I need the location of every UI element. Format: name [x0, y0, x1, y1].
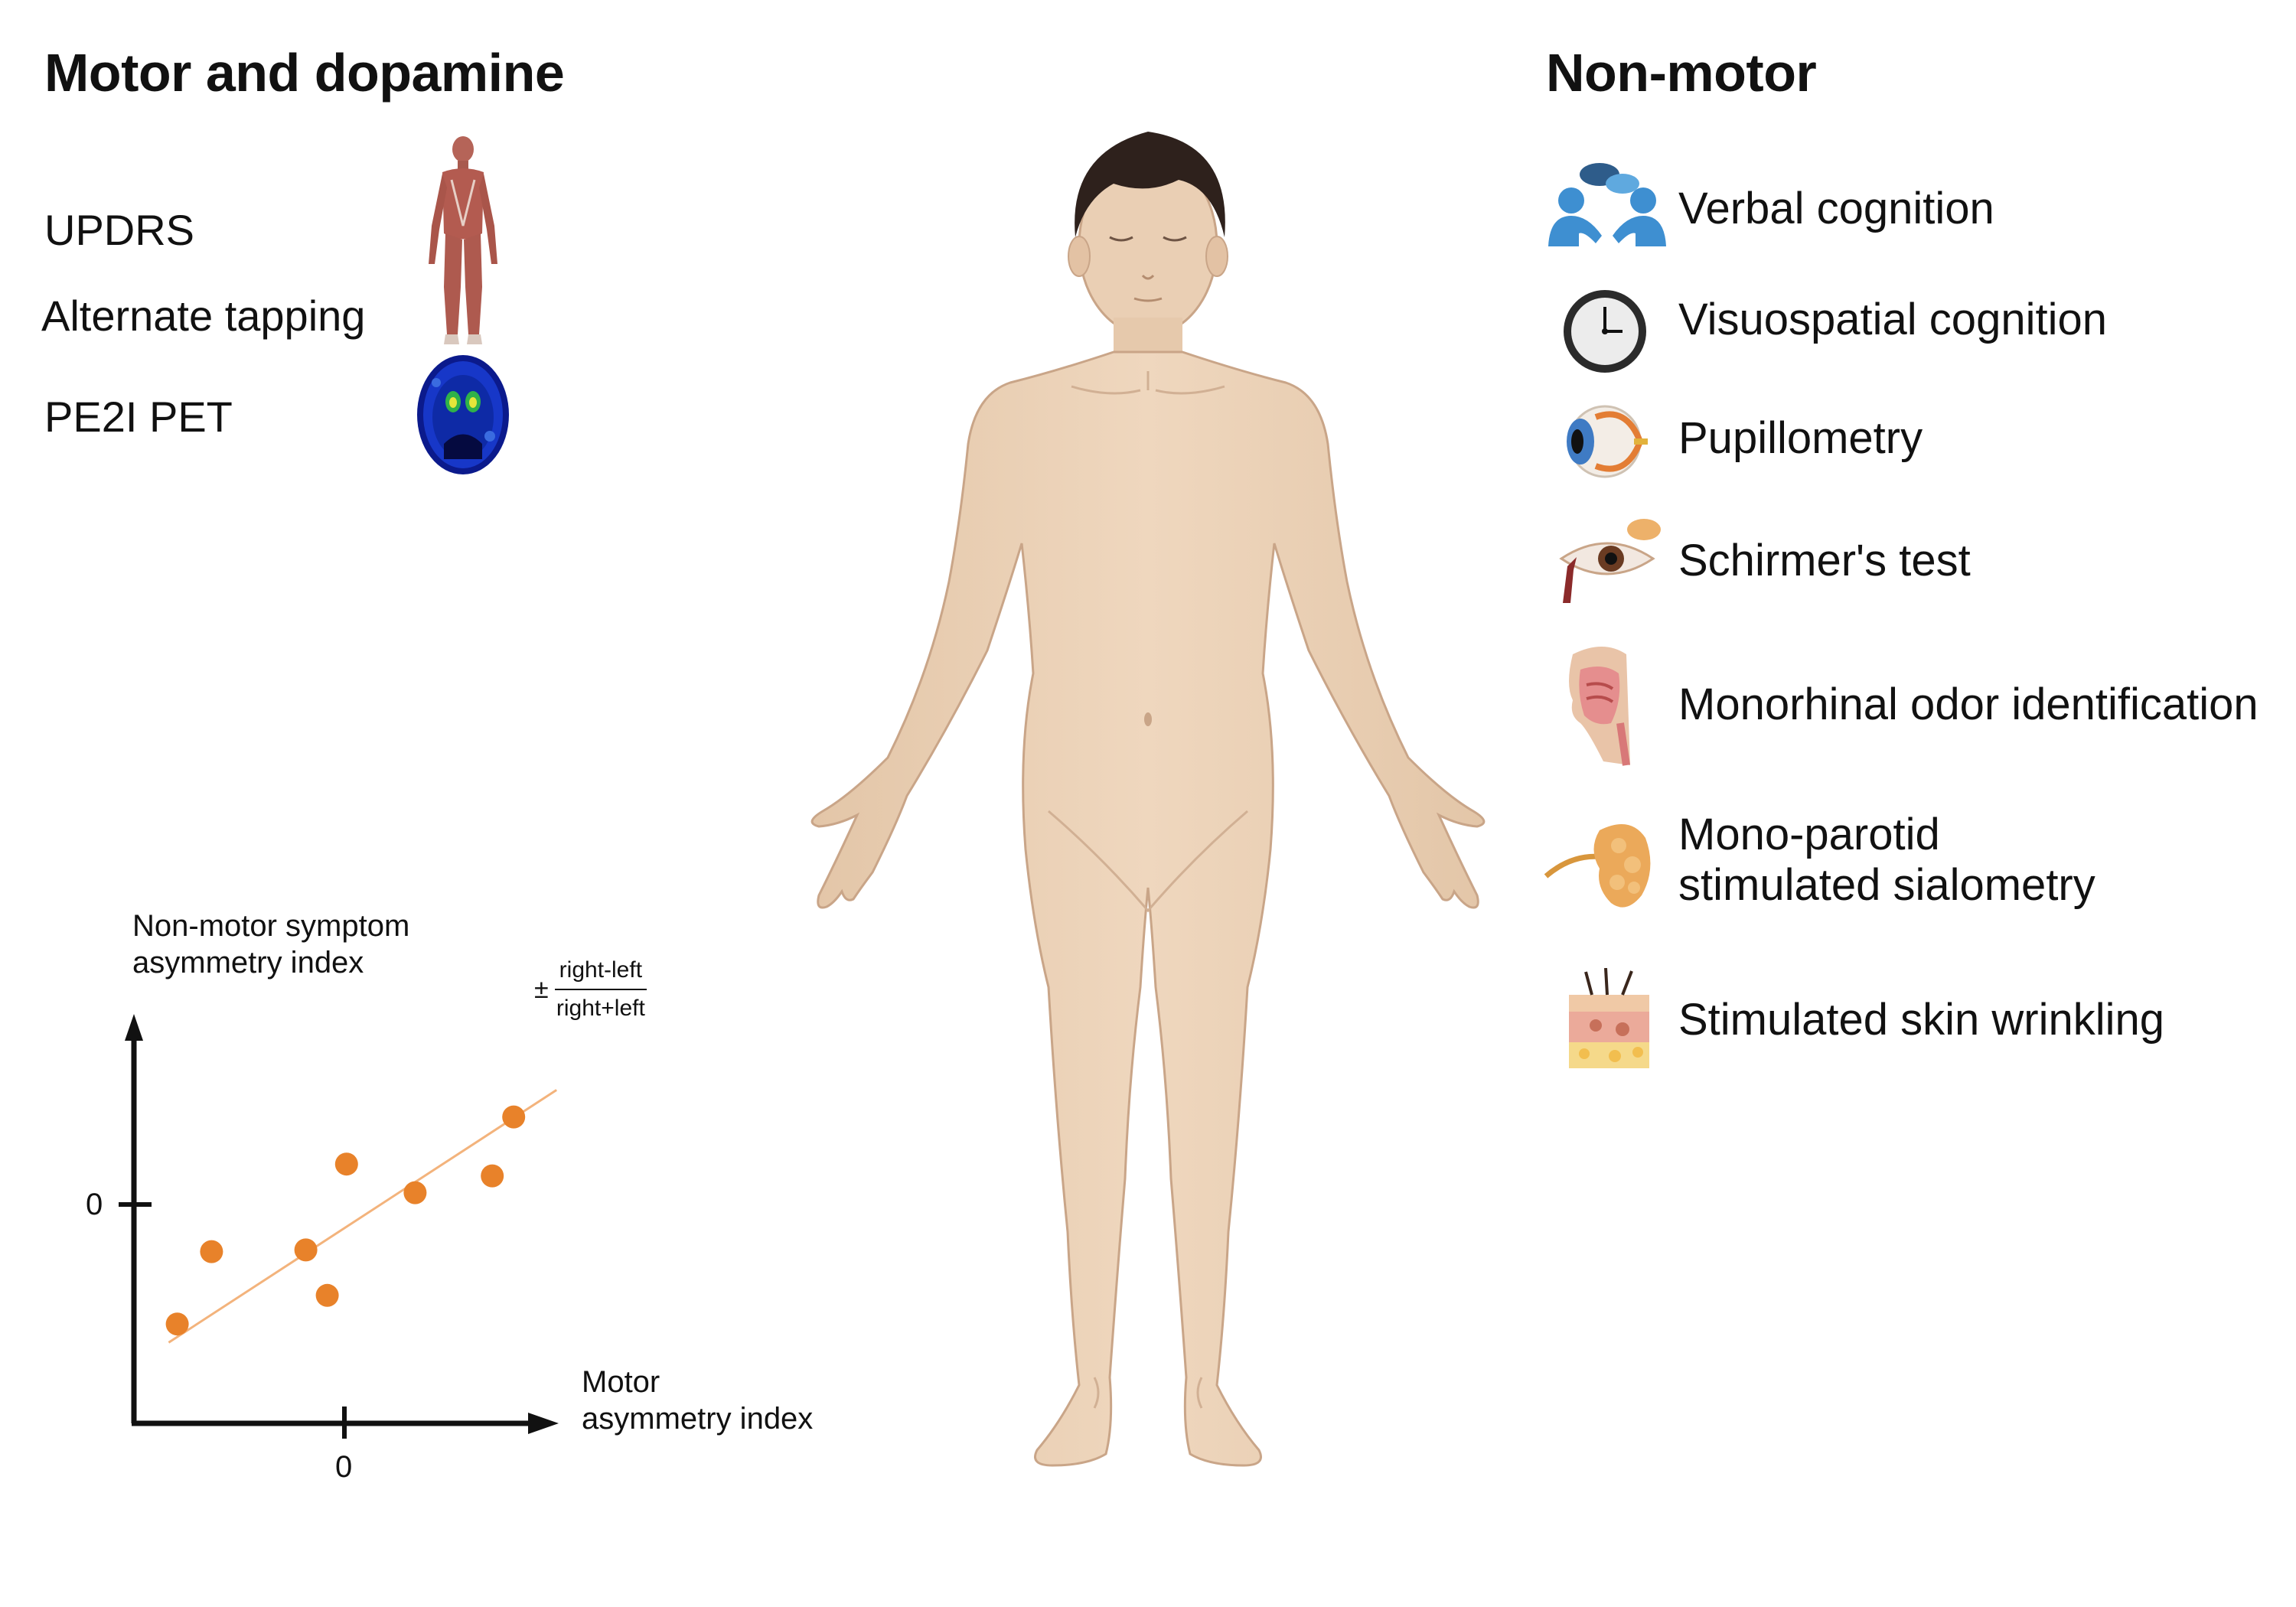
- plot-ylabel-line1: Non-motor symptom: [132, 909, 410, 943]
- formula-sign: ±: [534, 974, 549, 1004]
- data-point-6: [403, 1181, 427, 1204]
- parotid-sialometry-label: Mono-parotid stimulated sialometry: [1678, 810, 2095, 911]
- data-point-1: [165, 1312, 189, 1336]
- plot-xlabel-line2: asymmetry index: [582, 1402, 814, 1436]
- visuospatial-cognition-label: Visuospatial cognition: [1678, 295, 2107, 344]
- conversation-icon: [1548, 163, 1666, 246]
- data-point-3: [294, 1238, 318, 1262]
- data-point-2: [200, 1240, 223, 1263]
- pet-brain-scan-icon: [417, 355, 509, 474]
- scatter-plot: [119, 1014, 559, 1439]
- nasal-cavity-icon: [1569, 647, 1630, 766]
- skin-wrinkling-label: Stimulated skin wrinkling: [1678, 995, 2165, 1045]
- odor-identification-label: Monorhinal odor identification: [1678, 680, 2258, 729]
- motor-dopamine-heading: Motor and dopamine: [44, 43, 565, 103]
- formula-numerator: right-left: [554, 955, 647, 990]
- pupillometry-label: Pupillometry: [1678, 413, 1923, 463]
- data-point-8: [502, 1105, 526, 1129]
- eye-tear-gland-icon: [1559, 519, 1661, 603]
- plot-axes: [119, 1014, 559, 1439]
- x-zero-tick-label: 0: [335, 1450, 353, 1484]
- x-axis-arrow: [528, 1413, 559, 1434]
- alternate-tapping-label: Alternate tapping: [41, 292, 366, 340]
- muscle-body-icon: [429, 136, 497, 344]
- human-body-figure: [810, 132, 1486, 1467]
- verbal-cognition-label: Verbal cognition: [1678, 184, 1994, 233]
- parotid-sialometry-line2: stimulated sialometry: [1678, 860, 2095, 910]
- trend-line: [168, 1089, 558, 1344]
- non-motor-heading: Non-motor: [1546, 43, 1817, 103]
- plot-xlabel: Motor asymmetry index: [582, 1364, 813, 1437]
- plot-xlabel-line1: Motor: [582, 1365, 660, 1399]
- schirmers-test-label: Schirmer's test: [1678, 536, 1971, 585]
- updrs-label: UPDRS: [44, 206, 195, 254]
- data-point-5: [334, 1152, 358, 1176]
- eyeball-icon: [1567, 405, 1648, 478]
- y-axis-arrow: [125, 1014, 143, 1041]
- parotid-gland-icon: [1544, 824, 1651, 908]
- asymmetry-formula: ± right-left right+left: [534, 955, 647, 1024]
- formula-fraction: right-left right+left: [554, 955, 647, 1024]
- parotid-sialometry-line1: Mono-parotid: [1678, 810, 1940, 859]
- data-point-4: [315, 1283, 339, 1307]
- data-point-7: [481, 1164, 504, 1188]
- plot-ylabel-line2: asymmetry index: [132, 946, 364, 980]
- pe2i-pet-label: PE2I PET: [44, 393, 233, 441]
- formula-denominator: right+left: [556, 996, 645, 1021]
- clock-icon: [1564, 290, 1646, 373]
- y-zero-tick-label: 0: [86, 1188, 103, 1221]
- plot-ylabel: Non-motor symptom asymmetry index: [132, 908, 409, 981]
- skin-layers-icon: [1569, 968, 1649, 1068]
